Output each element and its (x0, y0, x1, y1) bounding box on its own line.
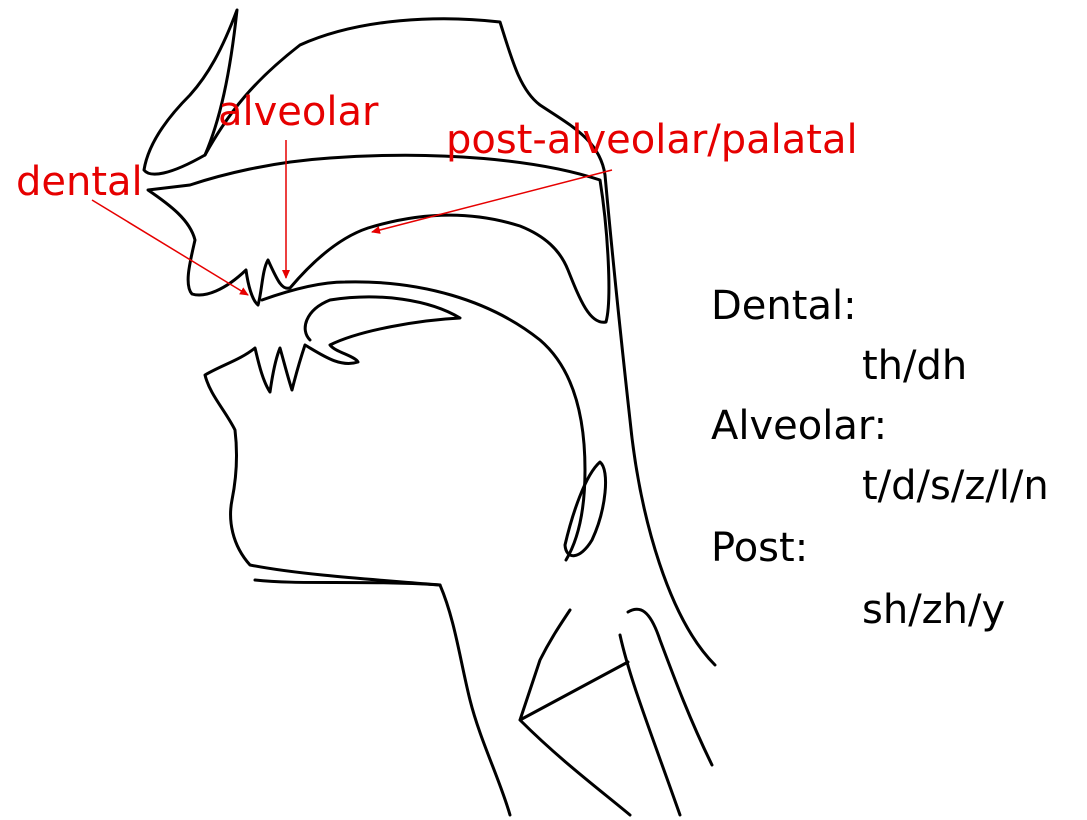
legend-alveolar-heading: Alveolar: (711, 406, 887, 446)
post-alveolar-pointer-line (372, 170, 612, 232)
label-post-alveolar: post-alveolar/palatal (446, 120, 858, 160)
dental-pointer-line (92, 200, 248, 295)
tongue-outline (262, 282, 585, 560)
legend-post-sounds: sh/zh/y (862, 590, 1005, 630)
tongue-tip-outline (205, 297, 510, 815)
trachea-outline (620, 609, 712, 815)
legend-alveolar-sounds: t/d/s/z/l/n (862, 466, 1049, 506)
legend-dental-sounds: th/dh (862, 346, 967, 386)
larynx-outline (520, 610, 630, 815)
label-dental: dental (16, 162, 143, 202)
jaw-outline (255, 580, 440, 585)
legend-post-heading: Post: (711, 528, 808, 568)
legend-dental-heading: Dental: (711, 286, 857, 326)
label-alveolar: alveolar (218, 92, 378, 132)
